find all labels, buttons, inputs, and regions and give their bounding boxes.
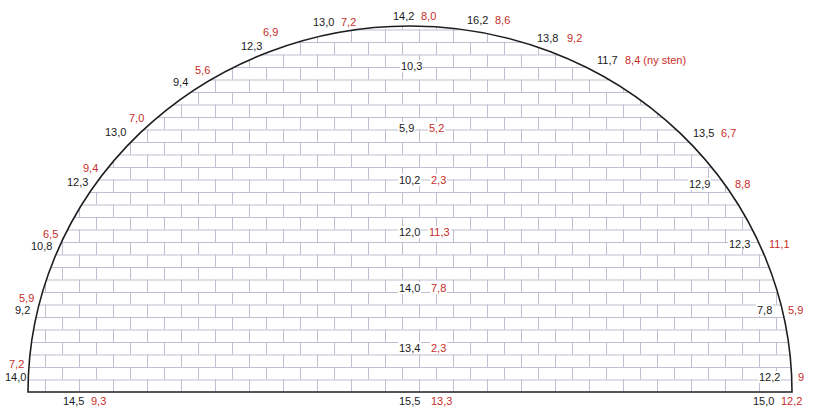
red-measurement: 7,8 xyxy=(430,282,447,294)
black-measurement: 12,2 xyxy=(758,371,781,383)
black-measurement: 11,7 xyxy=(596,54,619,66)
red-measurement: 8,0 xyxy=(420,10,437,22)
black-measurement: 9,4 xyxy=(172,76,189,88)
red-measurement: 5,9 xyxy=(787,304,804,316)
red-measurement: 8,4 (ny sten) xyxy=(624,54,687,66)
red-measurement: 8,6 xyxy=(494,14,511,26)
black-measurement: 12,3 xyxy=(728,238,751,250)
red-measurement: 9 xyxy=(797,371,805,383)
black-measurement: 15,5 xyxy=(398,395,421,407)
black-measurement: 14,0 xyxy=(398,282,421,294)
red-measurement: 5,6 xyxy=(194,64,211,76)
red-measurement: 9,4 xyxy=(82,162,99,174)
black-measurement: 13,8 xyxy=(536,32,559,44)
black-measurement: 13,0 xyxy=(104,126,127,138)
black-measurement: 16,2 xyxy=(466,14,489,26)
red-measurement: 11,3 xyxy=(428,226,451,238)
red-measurement: 7,2 xyxy=(8,358,25,370)
red-measurement: 5,9 xyxy=(18,292,35,304)
red-measurement: 2,3 xyxy=(430,342,447,354)
red-measurement: 7,0 xyxy=(128,112,145,124)
black-measurement: 14,0 xyxy=(4,371,27,383)
black-measurement: 10,8 xyxy=(30,240,53,252)
black-measurement: 15,0 xyxy=(752,395,775,407)
black-measurement: 5,9 xyxy=(398,122,415,134)
black-measurement: 10,2 xyxy=(398,174,421,186)
black-measurement: 14,2 xyxy=(392,10,415,22)
black-measurement: 12,9 xyxy=(688,178,711,190)
black-measurement: 7,8 xyxy=(756,304,773,316)
black-measurement: 10,3 xyxy=(400,60,423,72)
black-measurement: 13,5 xyxy=(692,127,715,139)
red-measurement: 5,2 xyxy=(428,122,445,134)
red-measurement: 9,3 xyxy=(90,395,107,407)
red-measurement: 6,9 xyxy=(262,26,279,38)
arch-outline xyxy=(28,26,792,392)
red-measurement: 7,2 xyxy=(340,16,357,28)
red-measurement: 9,2 xyxy=(566,32,583,44)
black-measurement: 9,2 xyxy=(14,304,31,316)
red-measurement: 11,1 xyxy=(768,238,791,250)
red-measurement: 8,8 xyxy=(734,178,751,190)
black-measurement: 13,4 xyxy=(398,342,421,354)
black-measurement: 12,3 xyxy=(66,176,89,188)
red-measurement: 12,2 xyxy=(780,395,803,407)
red-measurement: 13,3 xyxy=(430,395,453,407)
red-measurement: 2,3 xyxy=(430,174,447,186)
red-measurement: 6,5 xyxy=(42,228,59,240)
black-measurement: 12,3 xyxy=(240,40,263,52)
black-measurement: 12,0 xyxy=(398,226,421,238)
black-measurement: 13,0 xyxy=(312,16,335,28)
black-measurement: 14,5 xyxy=(62,395,85,407)
red-measurement: 6,7 xyxy=(720,127,737,139)
